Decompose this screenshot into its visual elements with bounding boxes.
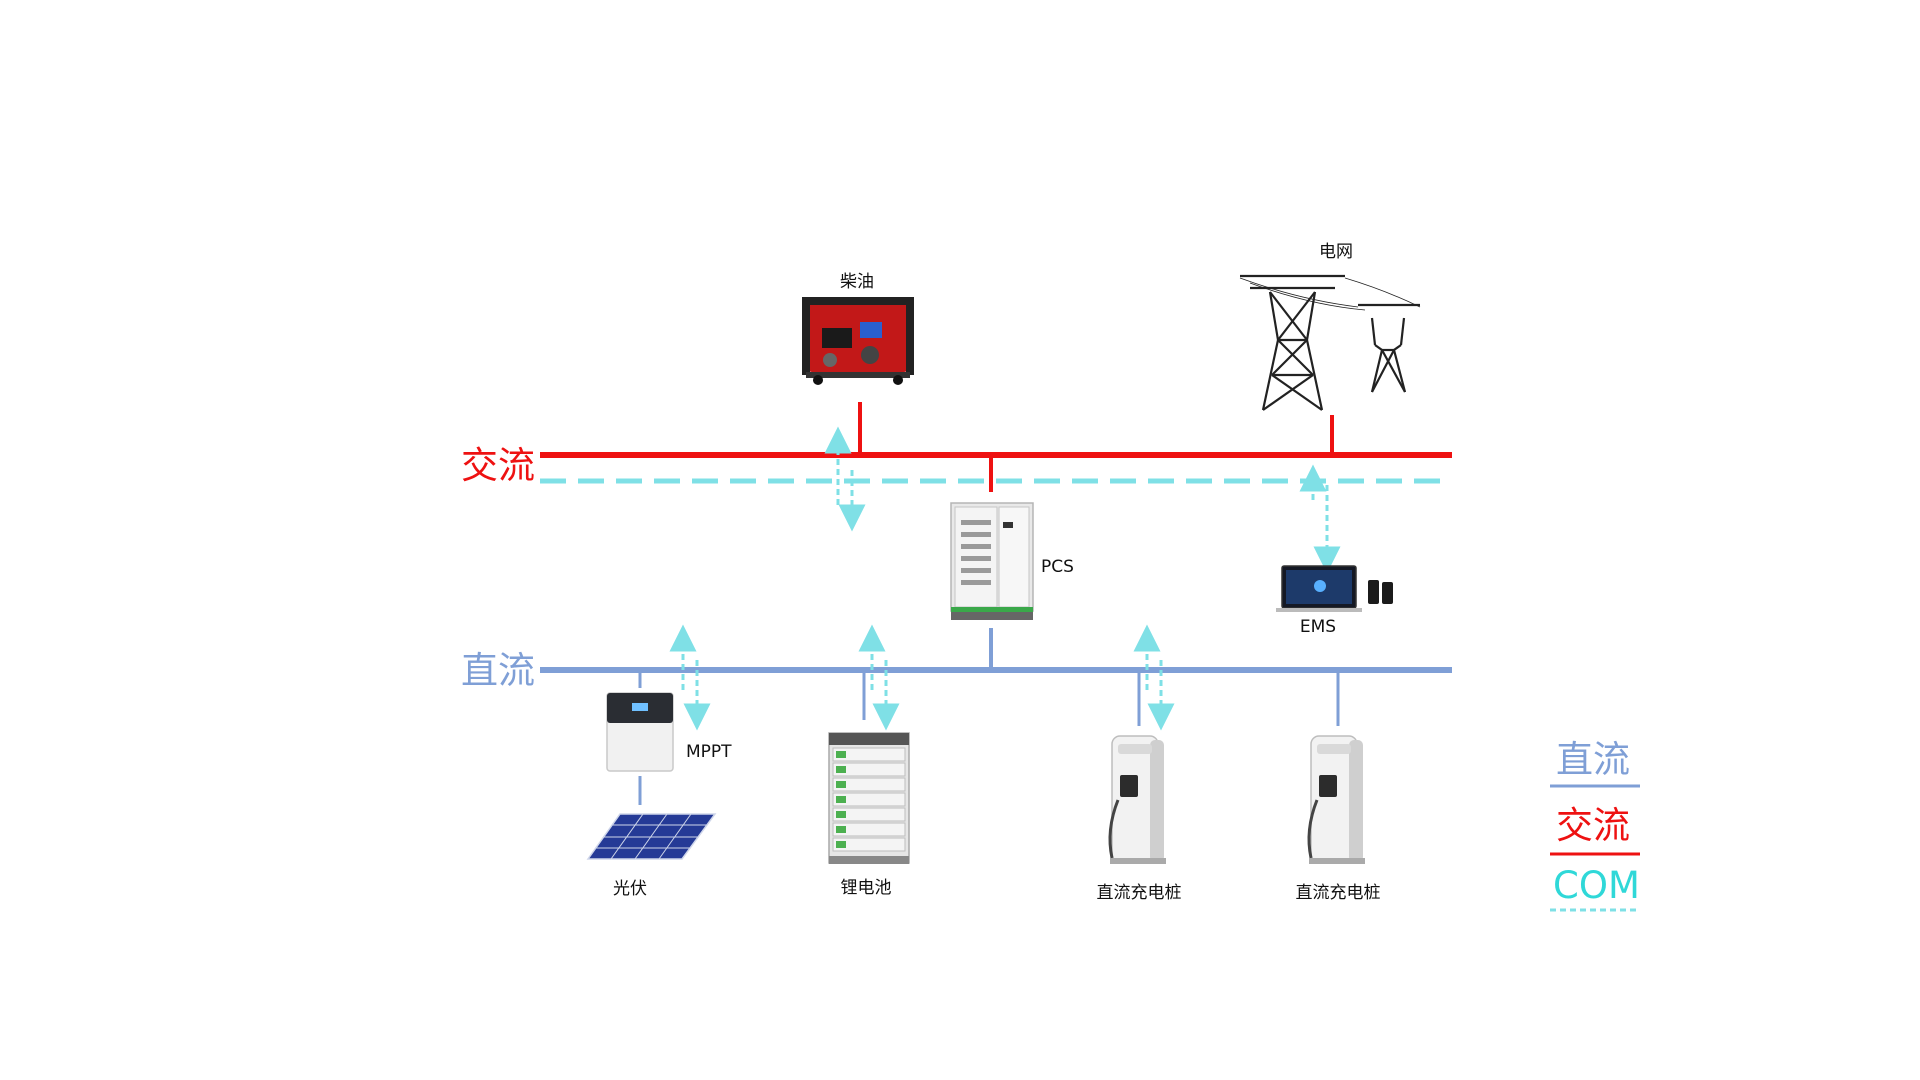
com-links <box>669 426 1341 731</box>
ems-label: EMS <box>1300 617 1336 637</box>
diesel-label: 柴油 <box>840 272 874 292</box>
solar-panel-icon <box>586 813 717 860</box>
dc-bus-label: 直流 <box>461 649 535 692</box>
legend-com-label: COM <box>1553 864 1640 907</box>
mppt-controller-icon <box>606 692 674 772</box>
transmission-tower-icon <box>1239 274 1421 411</box>
battery-rack-icon <box>828 732 910 864</box>
pcs-label: PCS <box>1041 557 1074 577</box>
monitor-icon <box>1276 565 1393 612</box>
ac-bus-label: 交流 <box>461 444 535 487</box>
battery-label: 锂电池 <box>841 878 892 898</box>
mppt-label: MPPT <box>686 742 732 762</box>
dc-charger-1: 直流充电桩 <box>1097 735 1182 903</box>
dc-charger-2: 直流充电桩 <box>1296 735 1381 903</box>
charger1-label: 直流充电桩 <box>1097 883 1182 903</box>
power-grid: 电网 <box>1239 242 1421 411</box>
legend: 直流 交流 COM <box>1550 738 1640 912</box>
legend-dc-label: 直流 <box>1556 738 1630 781</box>
pcs-cabinet: PCS <box>950 502 1074 620</box>
ems: EMS <box>1276 565 1393 637</box>
pv-label: 光伏 <box>613 879 647 899</box>
diesel-generator: 柴油 <box>802 272 914 385</box>
pv-panel: 光伏 <box>586 813 717 899</box>
mppt: MPPT <box>606 692 732 772</box>
charging-pile-icon <box>1307 735 1365 864</box>
charging-pile-icon <box>1108 735 1166 864</box>
charger2-label: 直流充电桩 <box>1296 883 1381 903</box>
legend-ac-label: 交流 <box>1556 804 1630 847</box>
lithium-battery: 锂电池 <box>828 732 910 898</box>
generator-icon <box>802 297 914 385</box>
cabinet-icon <box>950 502 1034 620</box>
grid-label: 电网 <box>1319 242 1353 262</box>
